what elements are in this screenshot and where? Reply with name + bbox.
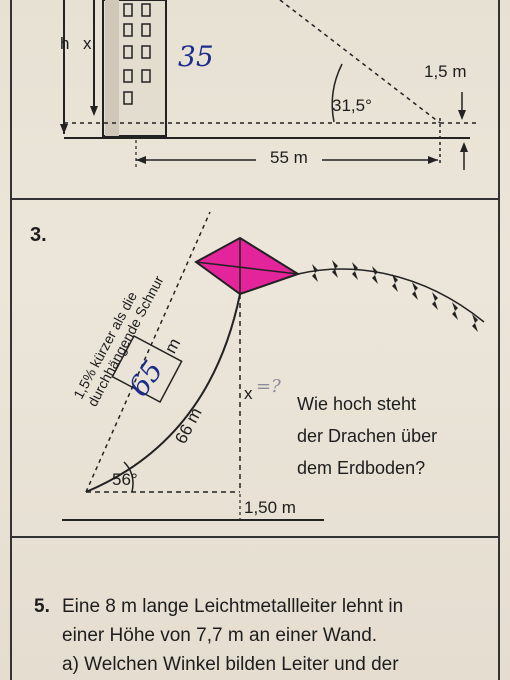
kite bbox=[194, 236, 301, 296]
question-line: dem Erdboden? bbox=[297, 458, 426, 478]
angle-56-label: 56° bbox=[112, 470, 138, 489]
handwritten-answer: 35 bbox=[178, 40, 214, 73]
kite-tail-bows bbox=[312, 260, 478, 332]
length-box bbox=[111, 335, 183, 403]
question-line: der Drachen über bbox=[297, 426, 438, 446]
kite-figure bbox=[62, 211, 485, 521]
task3-number: 3. bbox=[30, 224, 47, 246]
tower-windows bbox=[123, 3, 151, 105]
section-divider-top bbox=[10, 198, 500, 200]
task5-text: 5. Eine 8 m lange Leichtmetallleiter lehn… bbox=[34, 592, 403, 679]
height-offset-label: 1,5 m bbox=[424, 62, 467, 81]
handwritten-x-mark: =? bbox=[256, 376, 281, 397]
straight-line bbox=[85, 211, 211, 493]
kite-string bbox=[85, 293, 241, 493]
label-x: x bbox=[83, 34, 92, 53]
angle-label: 31,5° bbox=[332, 96, 372, 115]
label-h: h bbox=[60, 34, 70, 53]
task5-line: einer Höhe von 7,7 m an einer Wand. bbox=[62, 625, 378, 646]
task5-line: Eine 8 m lange Leichtmetallleiter lehnt … bbox=[62, 596, 404, 617]
sight-line bbox=[279, 0, 441, 124]
task5-number: 5. bbox=[34, 596, 50, 617]
section-divider-bottom bbox=[10, 536, 500, 538]
base-offset-label: 1,50 m bbox=[244, 498, 296, 517]
right-border bbox=[498, 0, 500, 680]
left-border bbox=[10, 0, 12, 680]
task3-question: Wie hoch steht der Drachen über dem Erdb… bbox=[297, 388, 437, 484]
angle-arc bbox=[331, 63, 343, 123]
tower-figure bbox=[60, 0, 476, 170]
kite-tail bbox=[297, 268, 485, 323]
question-line: Wie hoch steht bbox=[297, 394, 417, 414]
height-x-label: x bbox=[244, 384, 253, 403]
distance-label: 55 m bbox=[270, 148, 308, 167]
task5-line: a) Welchen Winkel bilden Leiter und der bbox=[62, 654, 399, 675]
angle-56-arc bbox=[123, 461, 134, 493]
tower-shading bbox=[105, 0, 119, 136]
